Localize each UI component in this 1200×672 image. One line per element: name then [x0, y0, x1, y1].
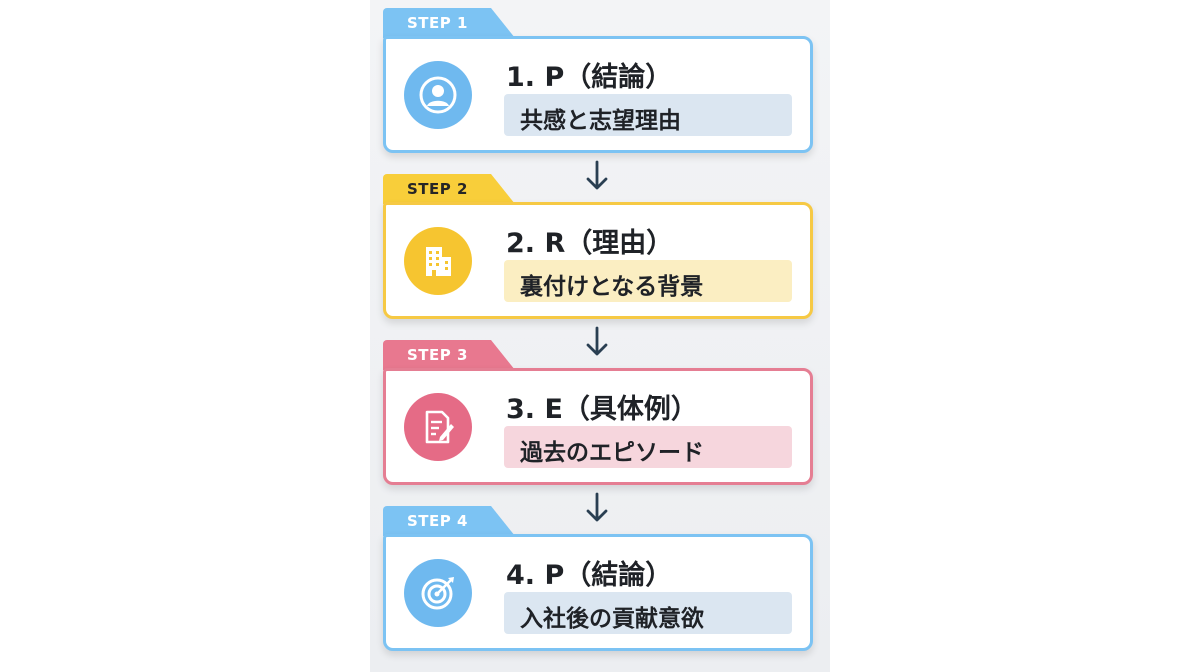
arrow-down-icon	[586, 326, 608, 356]
step-title: 2. R（理由）	[506, 228, 674, 259]
step-subtitle: 裏付けとなる背景	[504, 260, 792, 302]
step-subtitle: 過去のエピソード	[504, 426, 792, 468]
step-title: 1. P（結論）	[506, 62, 673, 93]
step-subtitle: 共感と志望理由	[504, 94, 792, 136]
step-tab: STEP 1	[383, 8, 515, 38]
step-tab: STEP 2	[383, 174, 515, 204]
step-1: STEP 1 1. P（結論） 共感と志望理由	[383, 8, 813, 160]
step-2: STEP 2 2. R（理由） 裏付けとなる背景	[383, 174, 813, 326]
step-4: STEP 4 4. P（結論） 入社後の貢献意欲	[383, 506, 813, 658]
step-card: 4. P（結論） 入社後の貢献意欲	[383, 534, 813, 651]
step-card: 2. R（理由） 裏付けとなる背景	[383, 202, 813, 319]
step-tab: STEP 3	[383, 340, 515, 370]
step-card: 3. E（具体例） 過去のエピソード	[383, 368, 813, 485]
step-3: STEP 3 3. E（具体例） 過去のエピソード	[383, 340, 813, 492]
step-card: 1. P（結論） 共感と志望理由	[383, 36, 813, 153]
step-subtitle: 入社後の貢献意欲	[504, 592, 792, 634]
building-icon	[404, 227, 472, 295]
document-edit-icon	[404, 393, 472, 461]
arrow-down-icon	[586, 492, 608, 522]
user-icon	[404, 61, 472, 129]
step-tab: STEP 4	[383, 506, 515, 536]
step-title: 4. P（結論）	[506, 560, 673, 591]
arrow-down-icon	[586, 160, 608, 190]
step-title: 3. E（具体例）	[506, 394, 698, 425]
target-icon	[404, 559, 472, 627]
